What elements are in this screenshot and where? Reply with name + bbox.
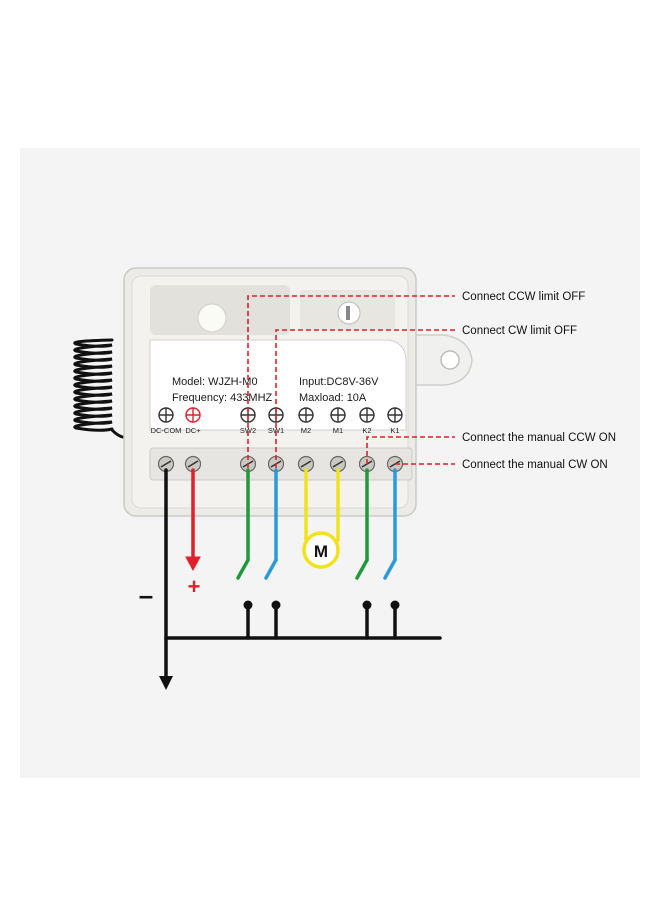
screw-slot	[187, 460, 199, 468]
maxload-text: Maxload: 10A	[299, 392, 367, 404]
callout-manual-ccw: Connect the manual CCW ON	[462, 432, 616, 444]
terminal-symbol-cross	[299, 408, 313, 422]
terminal-symbol-cross	[331, 408, 345, 422]
leader-manual-ccw	[366, 436, 455, 464]
terminal-label: M1	[333, 426, 343, 435]
screw-terminals	[157, 455, 404, 473]
model-text: Model: WJZH-M0	[172, 376, 258, 388]
screw-slot	[160, 460, 172, 468]
switch-k1	[383, 558, 397, 580]
mounting-hole	[440, 350, 460, 370]
terminal-label: M2	[301, 426, 311, 435]
terminal-label: DC-COM	[151, 426, 182, 435]
common-wiring	[164, 468, 442, 682]
callout-manual-cw: Connect the manual CW ON	[462, 459, 608, 471]
screw-slot	[332, 460, 344, 468]
terminal-symbol-cross	[360, 408, 374, 422]
terminal-label: K2	[362, 426, 371, 435]
motor	[302, 531, 340, 569]
wires	[185, 468, 397, 580]
terminal-label: SW2	[240, 426, 256, 435]
callout-ccw-limit: Connect CCW limit OFF	[462, 291, 585, 303]
switch-sw2	[236, 558, 250, 580]
internal-component	[197, 303, 227, 333]
label-plate	[149, 339, 407, 431]
leader-cw-limit	[275, 329, 455, 468]
switch-sw1	[264, 558, 278, 580]
terminal-label: DC+	[185, 426, 201, 435]
leader-ccw-limit	[247, 295, 455, 468]
contact-dots	[243, 600, 400, 610]
input-text: Input:DC8V-36V	[299, 376, 379, 388]
callout-leaders	[247, 295, 455, 468]
positive-sign: +	[188, 574, 201, 599]
arrow-dc-plus	[185, 556, 201, 572]
arrow-dc-com	[159, 676, 173, 690]
terminal-label: SW1	[268, 426, 284, 435]
frequency-text: Frequency: 433MHZ	[172, 392, 273, 404]
motor-label: M	[314, 542, 328, 561]
callout-cw-limit: Connect CW limit OFF	[462, 325, 577, 337]
terminal-symbol-cross	[186, 408, 200, 422]
terminal-symbol-cross	[159, 408, 173, 422]
terminal-symbol-cross	[388, 408, 402, 422]
internal-knob-slot	[346, 306, 350, 320]
terminal-label: K1	[390, 426, 399, 435]
negative-sign: –	[139, 580, 153, 610]
screw-slot	[300, 460, 312, 468]
switch-k2	[355, 558, 369, 580]
